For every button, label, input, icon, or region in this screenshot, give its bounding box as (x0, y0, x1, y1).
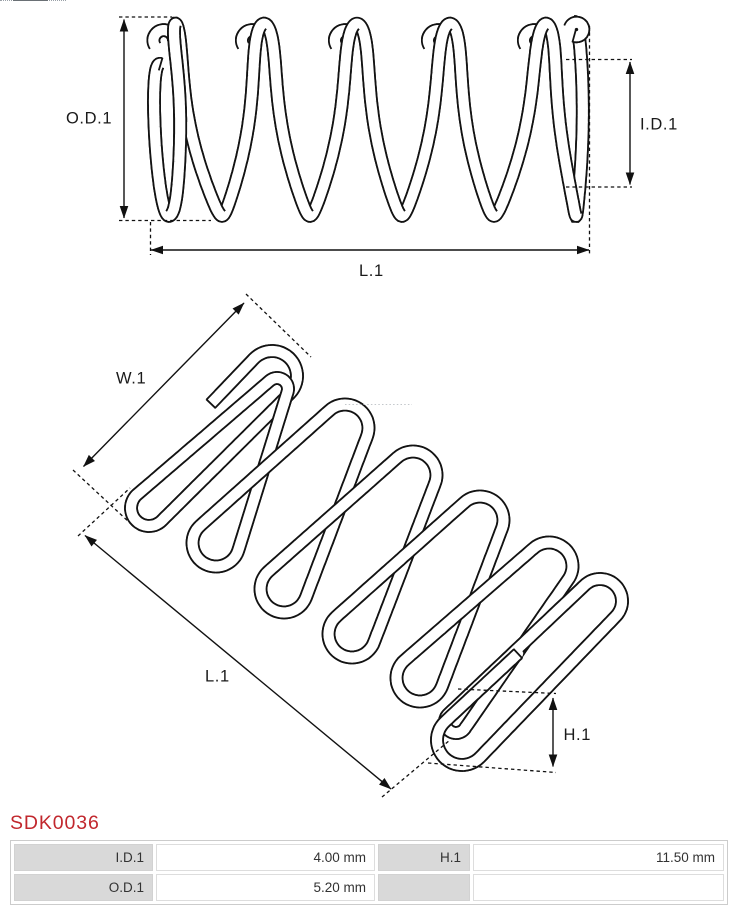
svg-text:O.D.1: O.D.1 (66, 110, 112, 128)
svg-text:H.1: H.1 (564, 726, 591, 744)
svg-text:W.1: W.1 (116, 370, 146, 388)
svg-text:L.1: L.1 (205, 668, 230, 686)
svg-text:I.D.1: I.D.1 (640, 116, 678, 134)
svg-text:L.1: L.1 (359, 262, 384, 280)
